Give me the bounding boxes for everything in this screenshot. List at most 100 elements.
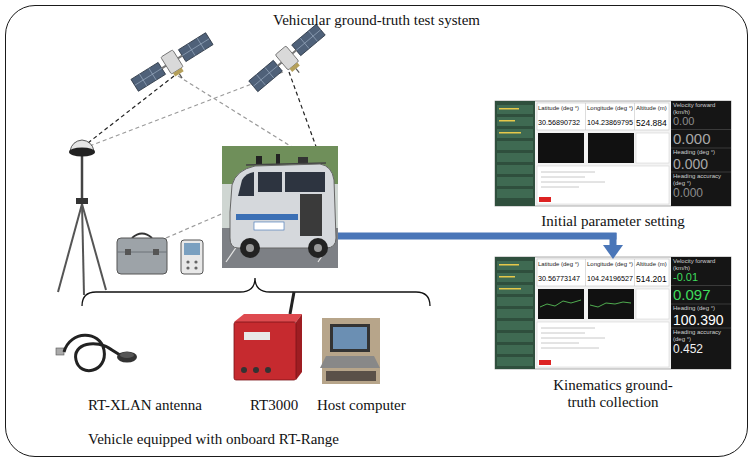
screenshot-image xyxy=(497,273,533,282)
base-station-tripod xyxy=(81,155,84,200)
field-label: Latitude (deg °) xyxy=(538,261,585,268)
field-value: 0.000 xyxy=(673,156,730,172)
screenshot-image xyxy=(499,120,515,122)
screenshot-image xyxy=(497,321,533,330)
host-computer-picture xyxy=(320,356,380,368)
screenshot-image xyxy=(499,264,519,266)
satellite xyxy=(296,69,299,73)
satellite xyxy=(129,30,219,101)
screenshot-image xyxy=(497,345,533,354)
vehicle-photo xyxy=(254,222,284,230)
screenshot-image xyxy=(497,153,533,162)
satellite xyxy=(247,22,333,101)
screenshot-image xyxy=(541,333,585,334)
screenshot-image xyxy=(538,133,584,163)
screenshot-image xyxy=(671,101,731,206)
screenshot-image xyxy=(497,261,533,270)
host-computer-picture xyxy=(330,324,370,352)
signal-line xyxy=(84,76,174,146)
equipment-case xyxy=(125,249,131,255)
field-label: Longitude (deg °) xyxy=(587,105,634,112)
field-value: 0.00 xyxy=(673,115,730,128)
screenshot-image xyxy=(671,129,731,130)
screenshot-image xyxy=(497,165,533,174)
handheld-controller xyxy=(186,266,189,269)
vehicle-photo xyxy=(308,238,328,258)
field-label: Altitude (m) xyxy=(636,105,669,112)
screenshot-image xyxy=(537,103,669,130)
satellite xyxy=(292,50,296,53)
handheld-controller xyxy=(194,260,197,263)
field-value: 514.201 xyxy=(636,275,669,285)
handheld-controller xyxy=(184,243,200,255)
vehicle-photo xyxy=(276,154,280,165)
screenshot-caption: Initial parameter setting xyxy=(495,213,731,230)
screenshot-image xyxy=(590,302,631,307)
satellite xyxy=(178,33,213,62)
equipment-case xyxy=(117,252,167,253)
screenshot-image xyxy=(495,101,731,206)
vehicle-photo xyxy=(230,164,336,248)
screenshot-image xyxy=(497,177,533,186)
screenshot-image xyxy=(585,259,586,286)
screenshot-image xyxy=(497,105,533,114)
part-label: Vehicle equipped with onboard RT-Range xyxy=(88,431,339,448)
field-label: Longitude (deg °) xyxy=(587,261,634,268)
vehicle-photo xyxy=(300,194,322,236)
screenshot-image xyxy=(671,257,731,369)
satellite xyxy=(278,62,282,65)
vehicle-photo xyxy=(222,146,338,268)
base-station-tripod xyxy=(82,204,106,290)
field-label: Heading accuracy (deg °) xyxy=(673,329,730,343)
satellite xyxy=(296,30,321,51)
screenshot-image xyxy=(541,328,595,329)
screenshot-image xyxy=(671,148,731,149)
screenshot-image xyxy=(537,322,669,367)
vehicle-photo xyxy=(285,172,325,192)
part-label: RT-XLAN antenna xyxy=(88,397,202,414)
screenshot-image xyxy=(495,257,731,369)
screenshot-image xyxy=(499,288,521,290)
system-frame: Vehicular ground-truth test systemInitia… xyxy=(5,5,748,457)
field-label: Latitude (deg °) xyxy=(538,105,585,112)
base-station-tripod xyxy=(58,140,106,295)
field-label: Heading (deg °) xyxy=(673,149,730,156)
screenshot-image xyxy=(497,129,533,138)
screenshot-image xyxy=(497,285,533,294)
satellite xyxy=(292,24,326,55)
screenshot-image xyxy=(634,103,635,130)
screenshot-image xyxy=(537,259,669,286)
host-computer-picture xyxy=(320,318,380,384)
vehicle-photo xyxy=(236,214,298,220)
vehicle-photo xyxy=(222,146,338,268)
screenshot-image xyxy=(495,257,535,369)
screenshot-image xyxy=(541,348,599,349)
satellite xyxy=(182,39,209,56)
field-value: 0.097 xyxy=(673,286,730,303)
screenshot-image xyxy=(497,117,533,126)
rt3000-picture xyxy=(265,367,271,373)
screenshot-image xyxy=(497,333,533,342)
vehicle-photo xyxy=(240,238,260,258)
screenshot-image xyxy=(539,360,551,365)
base-station-tripod xyxy=(82,204,84,295)
screenshot-image xyxy=(541,187,579,188)
equipment-case xyxy=(117,238,167,274)
screenshot-image xyxy=(537,166,669,204)
signal-line xyxy=(178,76,300,152)
screenshot-caption: Kinematics ground-truth collection xyxy=(543,377,683,412)
equipment-case xyxy=(117,234,167,275)
screenshot-image xyxy=(499,276,515,278)
vehicle-photo xyxy=(238,172,254,196)
flow-arrow xyxy=(610,233,617,245)
equipment-case xyxy=(132,234,152,239)
screenshot-image xyxy=(497,297,533,306)
rt3000-picture xyxy=(296,314,302,380)
field-value: 0.452 xyxy=(673,343,730,357)
rt3000-picture xyxy=(234,322,296,380)
satellite xyxy=(253,66,278,87)
screenshot-image xyxy=(497,357,533,366)
screenshot-image xyxy=(541,182,605,183)
equipment-case xyxy=(153,249,159,255)
handheld-controller xyxy=(194,266,197,269)
